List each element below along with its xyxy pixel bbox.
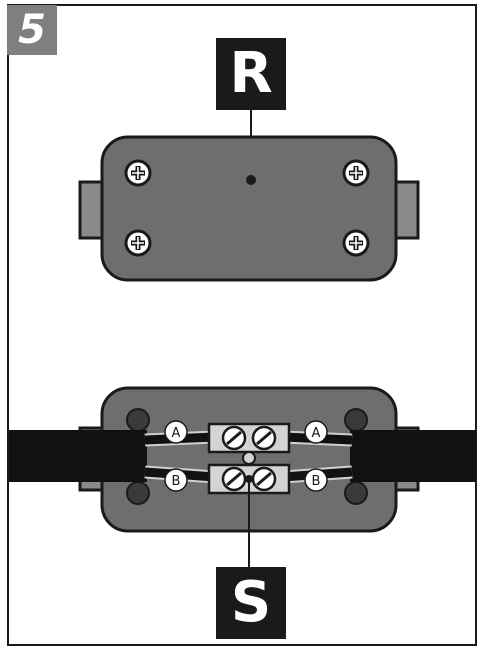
terminal-screw-a2 [251, 425, 277, 451]
wire-label-right-a: A [304, 420, 328, 444]
wire-label-text: A [312, 426, 321, 441]
cable-left [9, 430, 147, 482]
wire-label-text: A [172, 426, 181, 441]
label-s: S [216, 567, 286, 639]
terminal-block-a [207, 422, 291, 454]
cable-entry-lug-left [78, 180, 104, 240]
screw-hole-bottom-right [344, 481, 368, 505]
cover-screw-bottom-left [124, 229, 152, 257]
wire-label-left-a: A [164, 420, 188, 444]
cable-entry-lug-right [394, 180, 420, 240]
panel-frame [7, 4, 477, 646]
wire-label-text: B [312, 474, 321, 489]
box-cover [100, 135, 398, 282]
cover-screw-bottom-right [342, 229, 370, 257]
cable-right [350, 430, 476, 482]
wire-label-text: B [172, 474, 181, 489]
cover-screw-top-left [124, 159, 152, 187]
step-number-badge: 5 [7, 5, 57, 55]
closed-junction-box [78, 108, 420, 282]
screw-hole-bottom-left [126, 481, 150, 505]
open-junction-box: A A B B [9, 386, 476, 567]
cover-screw-top-right [342, 159, 370, 187]
screw-hole-top-left [126, 408, 150, 432]
wire-label-right-b: B [304, 468, 328, 492]
center-point [246, 175, 256, 185]
wire-label-left-b: B [164, 468, 188, 492]
terminal-center-post [242, 451, 256, 465]
terminal-screw-a1 [221, 425, 247, 451]
screw-hole-top-right [344, 408, 368, 432]
terminal-screw-b1 [221, 466, 247, 492]
terminal-screw-b2 [251, 466, 277, 492]
label-r: R [216, 38, 286, 110]
